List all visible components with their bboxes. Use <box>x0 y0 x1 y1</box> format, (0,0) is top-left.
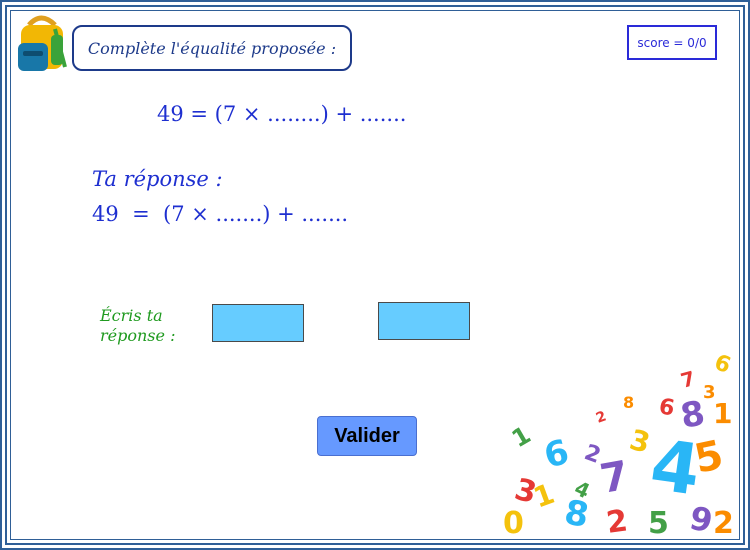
answer-label: Ta réponse : <box>92 167 223 191</box>
backpack-icon <box>18 15 67 71</box>
answer-equation: 49 = (7 × .......) + ....... <box>92 202 349 226</box>
svg-text:2: 2 <box>594 408 609 426</box>
svg-text:5: 5 <box>648 506 669 538</box>
answer-input-remainder[interactable] <box>378 302 470 340</box>
svg-text:2: 2 <box>604 503 630 538</box>
equation-prompt: 49 = (7 × ........) + ....... <box>157 102 407 126</box>
write-answer-label: Écris ta réponse : <box>100 306 190 346</box>
svg-text:3: 3 <box>703 382 716 403</box>
instruction-text: Complète l'équalité proposée : <box>87 38 337 58</box>
valider-button[interactable]: Valider <box>317 416 417 456</box>
svg-text:6: 6 <box>657 394 676 421</box>
svg-text:0: 0 <box>503 506 524 538</box>
valider-button-label: Valider <box>334 424 400 447</box>
svg-text:1: 1 <box>713 397 732 430</box>
middle-frame <box>5 5 745 545</box>
svg-text:6: 6 <box>540 432 573 477</box>
answer-input-multiplier[interactable] <box>212 304 304 342</box>
svg-text:8: 8 <box>623 393 634 412</box>
inner-frame <box>10 10 740 540</box>
write-label-line2: réponse : <box>100 326 176 345</box>
svg-text:2: 2 <box>713 506 734 538</box>
score-display: score = 0/0 <box>627 25 717 60</box>
svg-text:6: 6 <box>711 350 734 379</box>
svg-text:7: 7 <box>678 366 698 393</box>
score-text: score = 0/0 <box>637 35 707 50</box>
svg-text:1: 1 <box>507 421 535 454</box>
write-label-line1: Écris ta <box>100 306 163 325</box>
instruction-box: Complète l'équalité proposée : <box>72 25 352 71</box>
svg-text:1: 1 <box>529 477 559 515</box>
colorful-numbers-pile: 6 7 3 6 8 1 2 3 4 5 1 6 2 7 3 1 8 2 5 9 … <box>503 350 734 538</box>
svg-text:7: 7 <box>597 453 632 503</box>
svg-text:3: 3 <box>626 423 653 460</box>
svg-text:4: 4 <box>646 424 706 512</box>
